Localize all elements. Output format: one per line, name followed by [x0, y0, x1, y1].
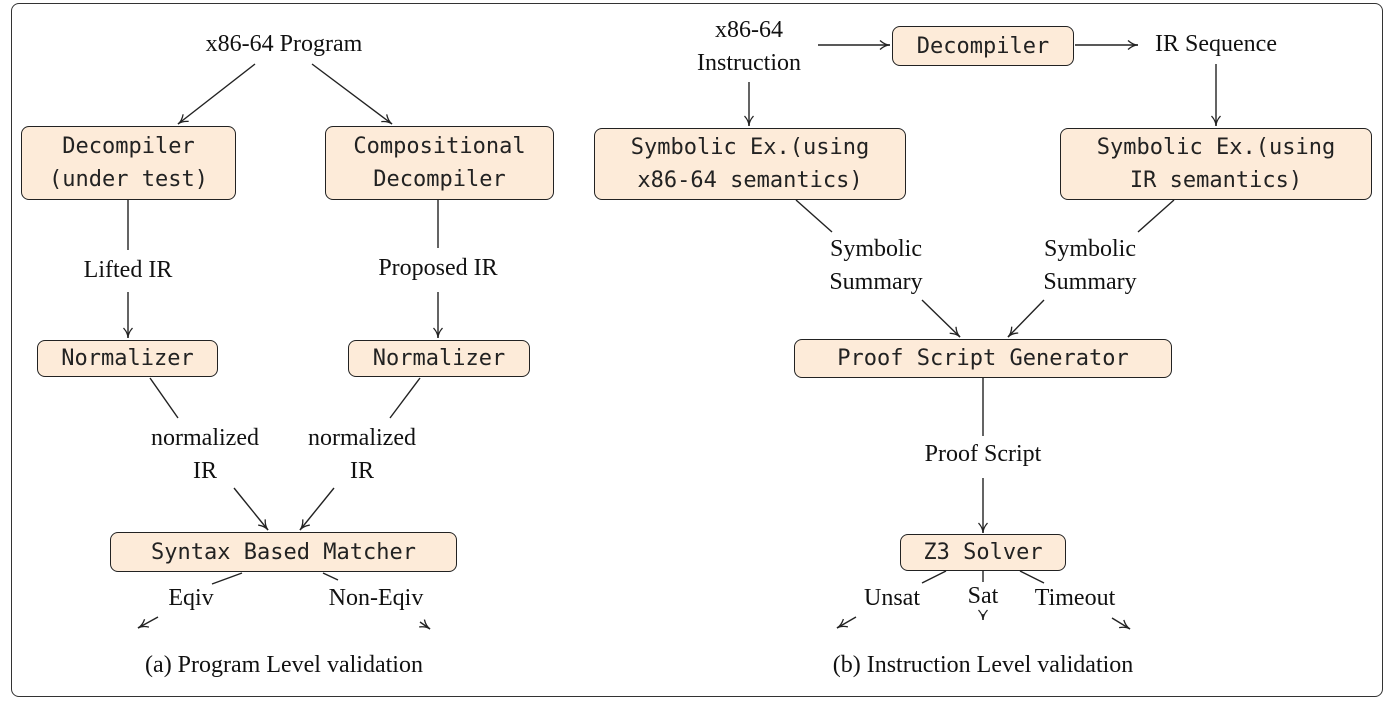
label-line: IR [349, 458, 374, 484]
edge-solver-to-unsat [921, 570, 947, 584]
label-line: Symbolic [829, 236, 923, 262]
label-line: Summary [829, 269, 923, 295]
symbolic-summary-label-1: Symbolic Summary [829, 233, 922, 299]
box-line: x86-64 semantics) [637, 168, 863, 193]
sat-label: Sat [967, 583, 999, 609]
box-line: (under test) [49, 167, 208, 192]
compositional-decompiler-box: Compositional Decompiler [325, 126, 554, 200]
instruction-input-label: x86-64 Instruction [697, 14, 801, 80]
figure-frame [11, 3, 1383, 697]
label-line: x86-64 [714, 17, 783, 43]
edge-normalizer2-to-normalized [389, 377, 421, 419]
timeout-label: Timeout [1034, 585, 1116, 611]
decompiler-under-test-box: Decompiler (under test) [21, 126, 236, 200]
edge-normalizer1-to-normalized [149, 377, 179, 419]
lifted-ir-label: Lifted IR [83, 257, 173, 283]
label-line: Summary [1043, 269, 1137, 295]
label-line: normalized [308, 425, 416, 451]
caption-a: (a) Program Level validation [145, 652, 423, 678]
normalized-ir-label-2: normalized IR [308, 422, 416, 488]
ir-sequence-label: IR Sequence [1155, 31, 1277, 57]
box-line: Decompiler [62, 134, 195, 159]
edge-program-to-compositional [311, 63, 393, 125]
edge-unsat-out [836, 616, 857, 629]
box-line: Symbolic Ex.(using [630, 135, 870, 160]
label-line: Symbolic [1043, 236, 1137, 262]
program-input-label: x86-64 Program [205, 31, 363, 57]
edge-matcher-to-eqiv [211, 572, 243, 585]
edge-solver-to-timeout [1019, 570, 1045, 584]
edge-timeout-out [1111, 617, 1131, 630]
edge-normalized2-to-matcher [299, 487, 335, 531]
box-line: IR semantics) [1129, 168, 1303, 193]
eqiv-label: Eqiv [168, 585, 214, 611]
proof-script-label: Proof Script [924, 441, 1042, 467]
edge-matcher-to-noneqiv [322, 572, 339, 581]
proof-generator-box: Proof Script Generator [794, 339, 1172, 378]
normalizer-box-2: Normalizer [348, 340, 530, 377]
edge-summary1-to-generator [921, 299, 961, 338]
normalizer-box-1: Normalizer [37, 340, 218, 377]
box-line: Compositional [353, 134, 526, 159]
proposed-ir-label: Proposed IR [378, 255, 498, 281]
symex-x86-box: Symbolic Ex.(using x86-64 semantics) [594, 128, 906, 200]
label-line: IR [192, 458, 217, 484]
label-line: Instruction [697, 50, 801, 76]
symex-ir-box: Symbolic Ex.(using IR semantics) [1060, 128, 1372, 200]
syntax-matcher-box: Syntax Based Matcher [110, 532, 457, 572]
z3-solver-box: Z3 Solver [900, 534, 1066, 571]
edge-normalized1-to-matcher [233, 487, 269, 531]
label-line: normalized [151, 425, 259, 451]
edge-summary2-to-generator [1007, 299, 1045, 338]
edge-noneqiv-out [419, 619, 431, 630]
caption-b: (b) Instruction Level validation [832, 652, 1134, 678]
edge-program-to-decompiler [177, 63, 256, 125]
symbolic-summary-label-2: Symbolic Summary [1043, 233, 1136, 299]
normalized-ir-label-1: normalized IR [151, 422, 259, 488]
non-eqiv-label: Non-Eqiv [328, 585, 424, 611]
edge-eqiv-out [137, 616, 159, 629]
decompiler-box: Decompiler [892, 26, 1074, 66]
box-line: Decompiler [373, 167, 506, 192]
box-line: Symbolic Ex.(using [1096, 135, 1336, 160]
edge-symex1-to-summary [795, 199, 833, 233]
edge-symex2-to-summary [1137, 199, 1175, 233]
unsat-label: Unsat [864, 585, 920, 611]
